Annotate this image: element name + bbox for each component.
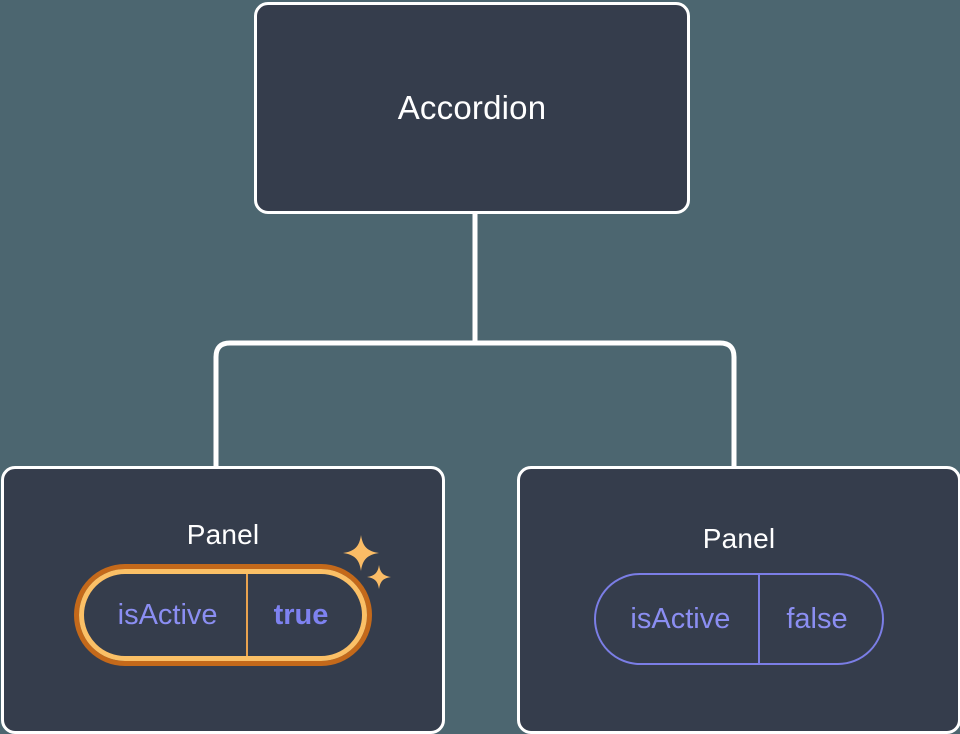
node-accordion[interactable]: Accordion [254,2,690,214]
node-panel-left[interactable]: Panel isActive true [1,466,445,734]
node-panel-right-title: Panel [702,523,776,554]
sparkle-icon-small [367,565,392,589]
prop-pill-left-wrapper: isActive true [78,535,392,661]
prop-key-right: isActive [630,602,731,635]
edge-root-to-panel-right [475,340,737,470]
edge-root-to-panel-left [213,340,475,470]
sparkles-group [337,535,401,605]
prop-pill-is-active-true[interactable]: isActive true [78,569,368,661]
prop-pill-right-wrapper: isActive false [594,573,884,665]
prop-pill-is-active-false[interactable]: isActive false [594,573,884,665]
node-panel-right[interactable]: Panel isActive false [517,466,960,734]
sparkle-icon-large [343,535,380,571]
node-accordion-title: Accordion [397,89,547,126]
prop-value-left: true [245,574,363,656]
prop-key-left: isActive [117,598,218,631]
prop-value-right: false [758,575,881,663]
node-panel-left-title: Panel [186,519,260,550]
